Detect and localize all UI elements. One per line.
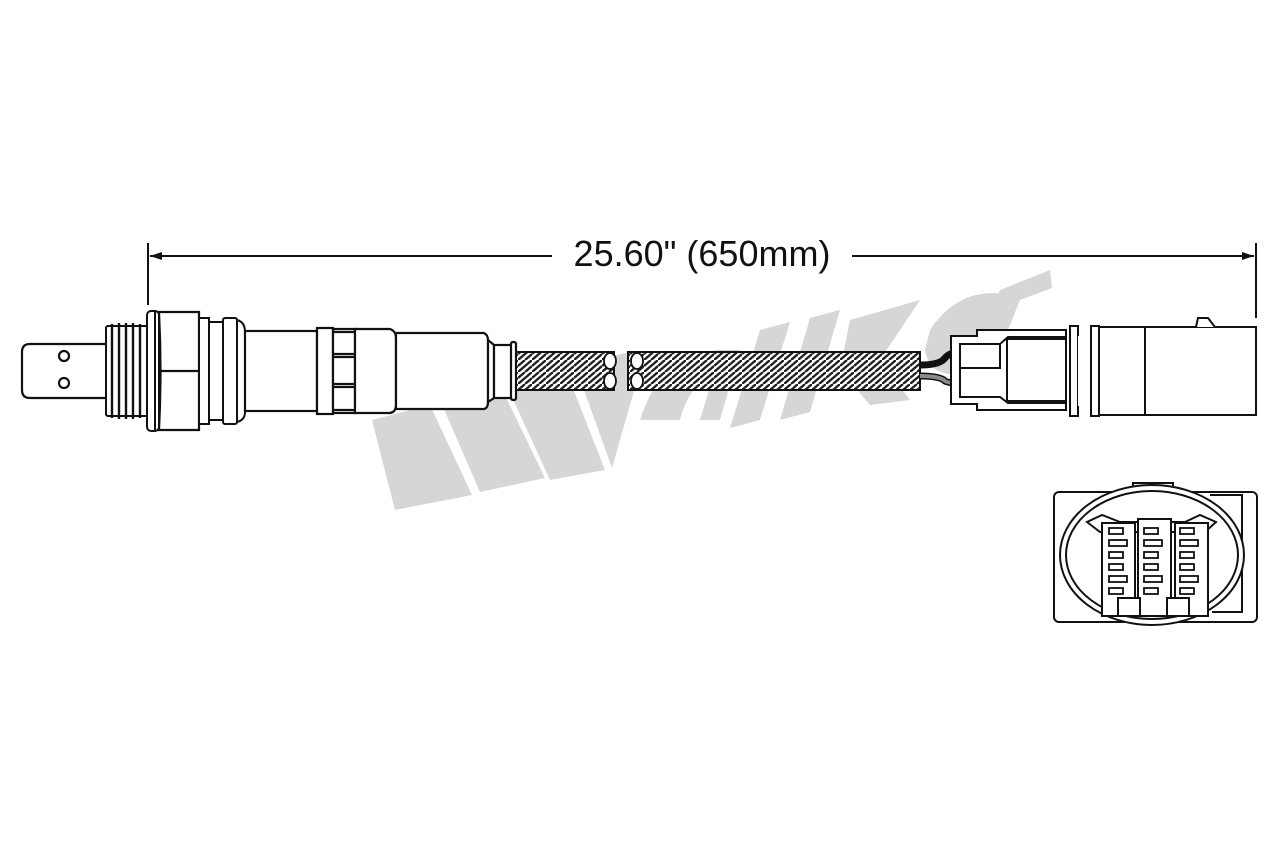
sensor-tip xyxy=(20,342,110,400)
inline-connector xyxy=(950,317,1257,417)
dimension-line xyxy=(147,243,1257,318)
flange-washer xyxy=(146,310,160,432)
dimension-label: 25.60" (650mm) xyxy=(552,230,852,278)
connector-end-view xyxy=(1053,482,1258,626)
hex-nut xyxy=(157,310,201,432)
threaded-body xyxy=(105,323,149,419)
pin-slots xyxy=(1108,527,1199,595)
braided-cable-segment-1 xyxy=(515,351,617,391)
braided-cable-segment-2 xyxy=(627,351,921,391)
sensor-shell xyxy=(243,326,518,416)
shoulder-rings xyxy=(198,317,246,425)
